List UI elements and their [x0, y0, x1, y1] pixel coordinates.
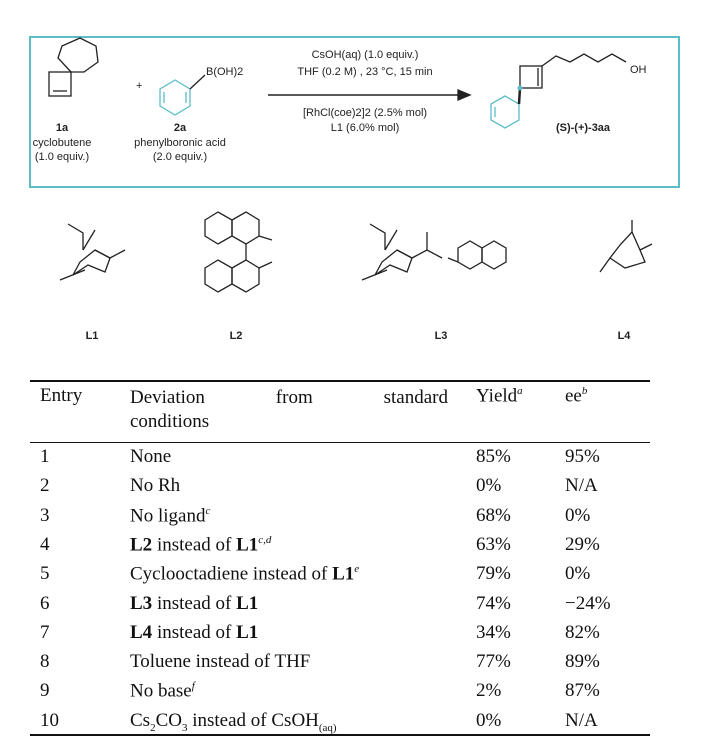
ligand-L2-structure: [204, 211, 273, 293]
phenyl-ring-2a: [159, 79, 191, 116]
yield-cell: 85%: [476, 446, 511, 467]
reactant1-name: cyclobutene: [32, 137, 92, 149]
ligand-L4-structure: [599, 220, 653, 273]
deviation-cell: Cs2CO3 instead of CsOH(aq): [130, 709, 337, 734]
yield-cell: 74%: [476, 592, 511, 614]
deviation-cell: L3 instead of L1: [130, 592, 259, 614]
ee-cell: N/A: [565, 709, 598, 731]
product-id: (S)-(+)-3aa: [555, 122, 611, 134]
header-deviation-line2: conditions: [130, 411, 210, 432]
header-yield: Yielda: [476, 385, 523, 407]
ligand-label: L4: [617, 330, 631, 342]
reactant2-id: 2a: [173, 122, 187, 134]
header-entry: Entry: [40, 385, 83, 406]
structure-drawings: [48, 37, 653, 293]
entry-cell: 4: [40, 533, 50, 555]
deviation-cell: Toluene instead of THF: [130, 651, 311, 673]
cyclobutene-1a-structure: [48, 37, 99, 97]
ee-cell: 95%: [565, 446, 600, 467]
reactant2-amount: (2.0 equiv.): [152, 151, 208, 163]
condition-base: CsOH(aq) (1.0 equiv.): [311, 49, 419, 61]
ee-cell: 89%: [565, 651, 600, 673]
ee-cell: 87%: [565, 680, 600, 702]
yield-cell: 2%: [476, 680, 502, 702]
deviation-cell: No Rh: [130, 475, 181, 497]
product-3aa-structure: [490, 53, 627, 129]
reactant2-name: phenylboronic acid: [134, 137, 226, 149]
yield-cell: 0%: [476, 475, 502, 497]
deviation-cell: L2 instead of L1c,d: [130, 533, 272, 556]
header-rule: [30, 442, 650, 443]
entry-cell: 3: [40, 504, 50, 526]
entry-cell: 1: [40, 446, 50, 467]
ligand-label: L1: [85, 330, 99, 342]
yield-cell: 68%: [476, 504, 511, 526]
entry-cell: 10: [40, 709, 59, 731]
product-oh: OH: [630, 64, 647, 76]
deviation-cell: No ligandc: [130, 504, 211, 526]
reactant1-amount: (1.0 equiv.): [34, 151, 90, 163]
plus-sign: +: [136, 80, 143, 92]
yield-cell: 34%: [476, 621, 511, 643]
ligand-L3-structure: [361, 223, 507, 281]
ee-cell: 0%: [565, 563, 591, 585]
yield-cell: 77%: [476, 651, 511, 673]
ee-cell: 82%: [565, 621, 600, 643]
header-deviation: Deviation from standard: [130, 387, 448, 408]
ligand-L1-structure: [59, 223, 126, 281]
entry-cell: 9: [40, 680, 50, 702]
entry-cell: 6: [40, 592, 50, 614]
entry-cell: 5: [40, 563, 50, 585]
yield-cell: 0%: [476, 709, 502, 731]
condition-solvent: THF (0.2 M) , 23 °C, 15 min: [297, 66, 433, 78]
deviation-cell: L4 instead of L1: [130, 621, 259, 643]
ee-cell: 0%: [565, 504, 591, 526]
ligand-label: L2: [229, 330, 243, 342]
ee-cell: N/A: [565, 475, 598, 497]
condition-ligand: L1 (6.0% mol): [330, 122, 400, 134]
ee-cell: 29%: [565, 533, 600, 555]
deviation-cell: No basef: [130, 680, 195, 702]
deviation-cell: Cyclooctadiene instead of L1e: [130, 563, 360, 585]
reaction-scheme-box: [29, 36, 680, 188]
boronic-group: B(OH)2: [206, 66, 244, 78]
yield-cell: 63%: [476, 533, 511, 555]
header-ee: eeb: [565, 385, 588, 407]
condition-catalyst: [RhCl(coe)2]2 (2.5% mol): [302, 107, 428, 119]
ligand-label: L3: [434, 330, 448, 342]
bottom-rule: [30, 734, 650, 736]
reactant1-id: 1a: [55, 122, 69, 134]
top-rule: [30, 380, 650, 382]
entry-cell: 2: [40, 475, 50, 497]
ee-cell: −24%: [565, 592, 611, 614]
deviation-cell: None: [130, 446, 172, 467]
yield-cell: 79%: [476, 563, 511, 585]
entry-cell: 8: [40, 651, 50, 673]
entry-cell: 7: [40, 621, 50, 643]
